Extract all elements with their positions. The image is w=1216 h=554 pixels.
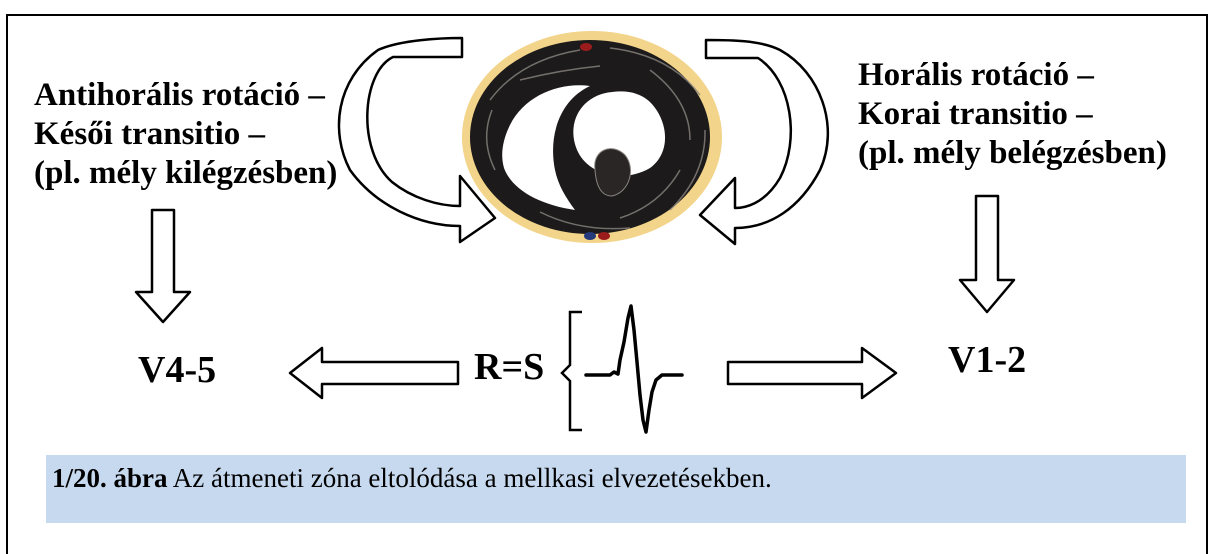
coronary-vessel-bottom-right (598, 232, 610, 240)
lead-v1-2-label: V1-2 (948, 338, 1026, 382)
heart-cross-section (462, 31, 722, 243)
qrs-complex-trace (586, 306, 682, 432)
brace (562, 312, 582, 430)
right-down-arrow (960, 196, 1014, 312)
coronary-vessel-bottom-left (584, 232, 596, 240)
left-down-arrow (136, 210, 190, 322)
r-equals-s-label: R=S (474, 345, 544, 389)
right-horizontal-arrow (728, 348, 896, 398)
caption-number: 1/20. ábra (52, 463, 168, 493)
diagram-graphics (0, 0, 1216, 534)
figure-caption: 1/20. ábra Az átmeneti zóna eltolódása a… (46, 455, 1186, 523)
coronary-vessel-top (580, 43, 592, 51)
left-horizontal-arrow (290, 348, 458, 398)
lead-v4-5-label: V4-5 (138, 348, 216, 392)
caption-text: Az átmeneti zóna eltolódása a mellkasi e… (168, 463, 772, 493)
